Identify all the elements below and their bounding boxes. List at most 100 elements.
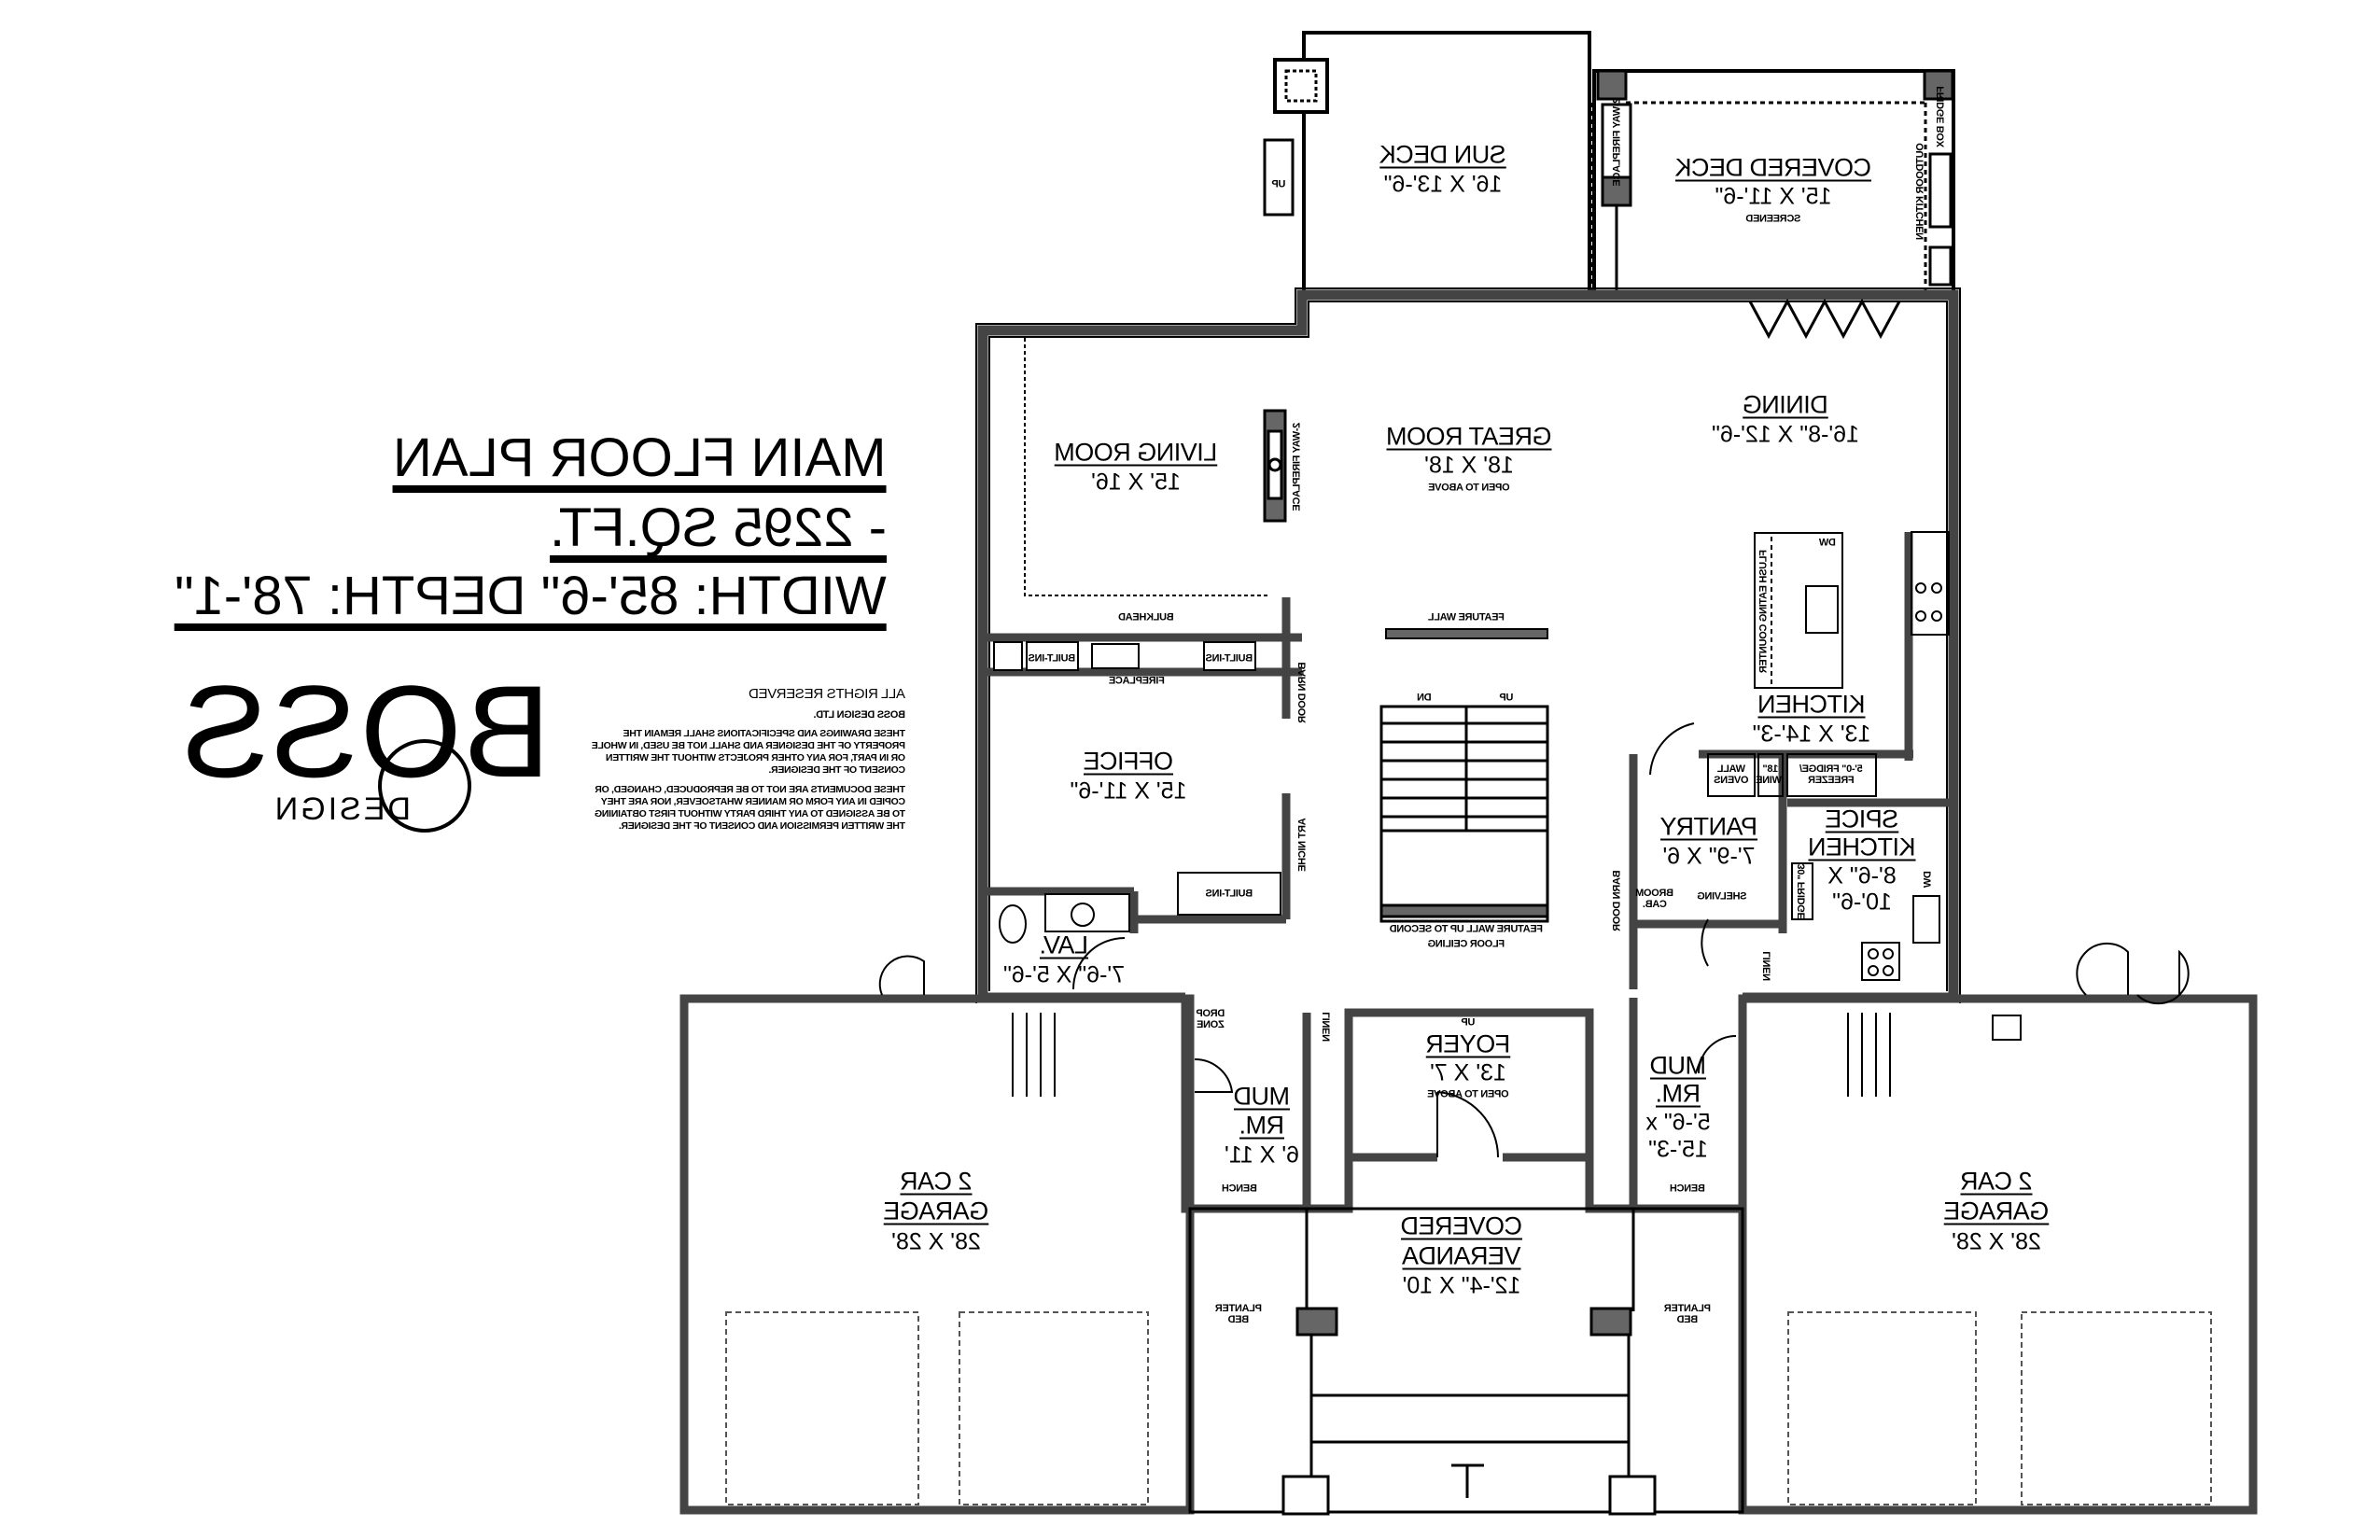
room-dims-dining: 16'-8" X 12'-6" <box>1712 421 1859 448</box>
room-name-mud-left-1: MUD <box>1234 1082 1290 1111</box>
garage-steps <box>1012 1013 1891 1097</box>
room-dims-spice-kitchen-2: 10'-6" <box>1832 889 1892 916</box>
room-dims-kitchen: 13' X 14'-3" <box>1752 721 1871 748</box>
legal-paragraph-2: THESE DOCUMENTS ARE NOT TO BE REPRODUCED… <box>595 784 905 833</box>
room-name-foyer: FOYER <box>1425 1029 1511 1058</box>
note-bulkhead: BULKHEAD <box>1118 611 1174 623</box>
note-planter-right: PLANTER BED <box>1664 1302 1711 1325</box>
logo-subtitle: DESIGN <box>272 791 411 827</box>
lav-fixtures <box>999 903 1126 990</box>
room-dims-sun-deck: 16' X 13'-6" <box>1383 171 1503 198</box>
room-dims-mud-right-2: 15'-3" <box>1648 1136 1708 1163</box>
room-dims-pantry: 7'-9" X 6' <box>1662 843 1756 870</box>
room-name-pantry: PANTRY <box>1659 812 1758 841</box>
note-shelving: SHELVING <box>1697 890 1747 903</box>
room-name-mud-right-2: RM. <box>1656 1079 1701 1108</box>
room-name-dining: DINING <box>1743 390 1828 419</box>
plan-dimensions: WIDTH: 85'-6" DEPTH: 78'-1" <box>175 566 887 631</box>
note-30-fridge: 30" FRIDGE <box>1796 863 1808 919</box>
note-dw-island: DW <box>1819 537 1836 549</box>
front-doors <box>1194 1035 1737 1158</box>
note-barn-door-pantry: BARN DOOR <box>1611 870 1623 931</box>
boss-design-logo: BOSS DESIGN <box>180 658 551 833</box>
room-dims-foyer: 13' X 7' <box>1430 1059 1506 1086</box>
built-ins <box>993 641 1281 932</box>
room-dims-mud-left: 6' X 11' <box>1225 1141 1299 1169</box>
room-name-spice-kitchen-2: KITCHEN <box>1808 833 1916 861</box>
room-dims-office: 15' X 11'-6" <box>1070 777 1187 805</box>
note-wine: 18" WINE <box>1756 763 1782 786</box>
logo-wordmark: BOSS <box>179 658 551 805</box>
plan-area: - 2295 SQ.FT. <box>549 497 887 563</box>
room-name-spice-kitchen-1: SPICE <box>1825 805 1899 833</box>
room-dims-veranda: 12'-4" X 10' <box>1402 1272 1521 1299</box>
note-fridge-box: FRIDGE BOX <box>1935 86 1947 147</box>
room-dims-spice-kitchen-1: 8'-6" X <box>1827 862 1897 889</box>
note-fireplace: FIREPLACE <box>1109 675 1165 687</box>
feature-wall <box>1385 628 1548 639</box>
room-name-great-room: GREAT ROOM <box>1386 422 1552 451</box>
veranda <box>1188 1207 1744 1516</box>
room-dims-covered-deck: 15' X 11'-6" <box>1715 183 1832 210</box>
two-way-fireplace <box>1263 409 1287 523</box>
room-name-living-room: LIVING ROOM <box>1054 438 1218 467</box>
note-built-ins-3: BUILT-INS <box>1205 888 1253 900</box>
room-dims-great-room: 18' X 18' <box>1424 452 1514 479</box>
note-drop-zone: DROP ZONE <box>1196 1007 1225 1030</box>
note-2way-fireplace-living: 2-WAY FIREPLACE <box>1291 422 1303 511</box>
copyright-notice: ALL RIGHTS RESERVED BOSS DESIGN LTD. THE… <box>588 686 905 841</box>
room-dims-living-room: 15' X 16' <box>1091 469 1181 496</box>
staircase <box>1379 705 1549 923</box>
note-broom-cab: BROOM CAB. <box>1635 887 1673 910</box>
note-dw-spice: DW <box>1922 871 1934 888</box>
note-fridge-freezer: 5'-0" FRIDGE/ FREEZER <box>1799 763 1863 786</box>
room-dims-garage-left: 28' X 28' <box>891 1228 981 1255</box>
company-name: BOSS DESIGN LTD. <box>813 708 905 721</box>
note-outdoor-kitchen: OUTDOOR KITCHEN <box>1914 143 1926 240</box>
note-built-ins-1: BUILT-INS <box>1028 652 1076 665</box>
covered-deck-outline <box>1590 69 1955 297</box>
note-stair-up: UP <box>1499 692 1514 704</box>
note-2way-fireplace-deck: 2-WAY FIREPLACE <box>1611 97 1623 187</box>
legal-paragraph-1: THESE DRAWINGS AND SPECIFICATIONS SHALL … <box>592 727 905 776</box>
room-name-garage-left-2: GARAGE <box>883 1197 989 1225</box>
room-name-sun-deck: SUN DECK <box>1379 140 1506 169</box>
room-note-covered-deck: SCREENED <box>1745 213 1801 225</box>
room-name-garage-left-1: 2 CAR <box>900 1167 973 1196</box>
room-dims-mud-right-1: 5'-6" x <box>1645 1109 1711 1136</box>
note-wall-ovens: WALL OVENS <box>1714 763 1749 786</box>
spice-kitchen-fixtures <box>1649 722 1940 981</box>
note-feature-wall-full-2: FLOOR CEILING <box>1427 938 1505 950</box>
bifold-doors <box>1748 298 1901 340</box>
note-linen-kitchen: LINEN <box>1761 951 1773 981</box>
note-linen-foyer: LINEN <box>1321 1012 1333 1042</box>
note-art-niche: ART NICHE <box>1296 818 1309 872</box>
room-name-mud-left-2: RM. <box>1239 1111 1284 1140</box>
room-note-great-room: OPEN TO ABOVE <box>1428 482 1510 494</box>
kitchen-island <box>1707 531 1950 797</box>
room-name-covered-deck: COVERED DECK <box>1674 153 1872 182</box>
note-bench-left: BENCH <box>1222 1183 1257 1195</box>
room-dims-garage-right: 28' X 28' <box>1952 1228 2041 1255</box>
note-planter-left: PLANTER BED <box>1215 1302 1262 1325</box>
plan-title: MAIN FLOOR PLAN <box>393 427 887 493</box>
logo-ring-icon <box>378 739 471 833</box>
note-barn-door-office: BARN DOOR <box>1296 662 1309 723</box>
room-note-foyer: OPEN TO ABOVE <box>1427 1088 1509 1100</box>
garage-doors <box>725 1311 2212 1505</box>
note-foyer-up: UP <box>1461 1016 1476 1029</box>
room-name-veranda-1: COVERED <box>1400 1211 1523 1240</box>
garage-entry-doors <box>878 942 2190 1041</box>
room-name-office: OFFICE <box>1084 747 1173 776</box>
room-name-garage-right-1: 2 CAR <box>1960 1167 2033 1196</box>
room-name-mud-right-1: MUD <box>1650 1051 1706 1080</box>
rights-heading: ALL RIGHTS RESERVED <box>749 686 905 702</box>
room-name-veranda-2: VERANDA <box>1402 1241 1521 1270</box>
note-built-ins-2: BUILT-INS <box>1205 652 1253 665</box>
note-feature-wall-full-1: FEATURE WALL UP TO SECOND <box>1389 923 1544 935</box>
room-name-kitchen: KITCHEN <box>1757 690 1866 719</box>
note-feature-wall: FEATURE WALL <box>1428 611 1505 623</box>
note-deck-up: UP <box>1271 178 1286 190</box>
